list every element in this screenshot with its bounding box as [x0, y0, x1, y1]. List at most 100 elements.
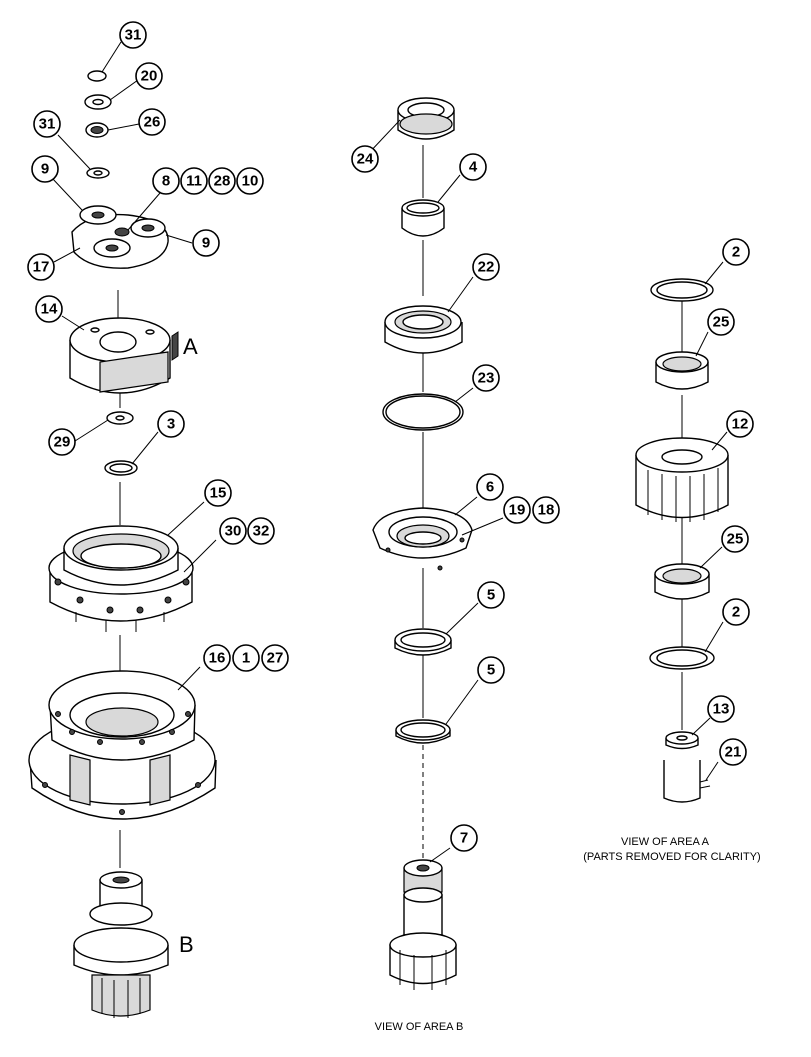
- callout-16: 16: [203, 644, 231, 672]
- svg-text:2: 2: [732, 604, 740, 621]
- callout-18: 18: [532, 496, 560, 524]
- callout-20: 20: [135, 62, 163, 90]
- bearing-22: [384, 305, 463, 354]
- callout-25-upper: 25: [707, 308, 735, 336]
- svg-text:14: 14: [41, 301, 58, 318]
- caption-area-a-title: VIEW OF AREA A: [621, 836, 710, 848]
- callout-3: 3: [157, 410, 185, 438]
- callout-9-left: 9: [31, 155, 59, 183]
- callout-26: 26: [138, 108, 166, 136]
- shaft-21: [663, 760, 711, 803]
- svg-text:20: 20: [141, 68, 158, 85]
- callout-2-upper: 2: [722, 238, 750, 266]
- callout-31-top: 31: [119, 21, 147, 49]
- svg-text:21: 21: [725, 744, 742, 761]
- callout-2-lower: 2: [722, 598, 750, 626]
- housing-16: [28, 670, 217, 820]
- svg-text:25: 25: [727, 531, 744, 548]
- snap-ring-3: [104, 460, 138, 476]
- callout-5-lower: 5: [477, 656, 505, 684]
- svg-text:18: 18: [538, 502, 555, 519]
- callout-22: 22: [472, 253, 500, 281]
- callout-29: 29: [48, 428, 76, 456]
- svg-text:28: 28: [214, 173, 231, 190]
- callout-19: 19: [503, 496, 531, 524]
- leader-lines: [51, 41, 728, 863]
- svg-text:29: 29: [54, 434, 71, 451]
- output-pinion-area-b: [73, 871, 169, 1018]
- callout-10: 10: [236, 167, 264, 195]
- svg-text:10: 10: [242, 173, 259, 190]
- bearing-25-lower: [654, 563, 710, 600]
- callout-30: 30: [219, 517, 247, 545]
- svg-text:24: 24: [357, 151, 374, 168]
- callout-11: 11: [180, 167, 208, 195]
- callout-21: 21: [719, 738, 747, 766]
- svg-text:23: 23: [478, 370, 495, 387]
- callout-1: 1: [232, 644, 260, 672]
- caption-area-b-title: VIEW OF AREA B: [375, 1021, 464, 1033]
- pin-13: [665, 731, 699, 750]
- callout-4: 4: [459, 153, 487, 181]
- svg-text:31: 31: [39, 116, 56, 133]
- svg-text:12: 12: [732, 416, 749, 433]
- ring-gear-14: [69, 317, 179, 394]
- svg-text:5: 5: [487, 587, 495, 604]
- area-b-marker: B: [179, 932, 194, 957]
- shim-2-upper: [650, 278, 714, 302]
- caption-area-a-subtitle: (PARTS REMOVED FOR CLARITY): [583, 851, 760, 863]
- seal-4: [401, 199, 445, 237]
- callout-13: 13: [707, 695, 735, 723]
- callout-5-upper: 5: [477, 581, 505, 609]
- callout-31-lower: 31: [33, 110, 61, 138]
- svg-text:2: 2: [732, 244, 740, 261]
- washer-20: [84, 94, 112, 110]
- washer-29: [106, 411, 134, 425]
- svg-text:9: 9: [41, 161, 49, 178]
- svg-text:9: 9: [202, 235, 210, 252]
- svg-text:8: 8: [162, 173, 170, 190]
- callout-15: 15: [204, 479, 232, 507]
- svg-text:19: 19: [509, 502, 526, 519]
- svg-text:25: 25: [713, 314, 730, 331]
- o-ring-23: [382, 393, 464, 431]
- callout-32: 32: [247, 517, 275, 545]
- svg-text:22: 22: [478, 259, 495, 276]
- washer-31-top: [87, 70, 107, 82]
- gear-12: [635, 437, 729, 522]
- callout-7: 7: [450, 824, 478, 852]
- callout-17: 17: [27, 253, 55, 281]
- svg-text:6: 6: [486, 479, 494, 496]
- callout-24: 24: [351, 145, 379, 173]
- callout-12: 12: [726, 410, 754, 438]
- shim-2-lower: [649, 646, 715, 670]
- svg-text:27: 27: [267, 650, 284, 667]
- callout-27: 27: [261, 644, 289, 672]
- callout-28: 28: [208, 167, 236, 195]
- bearing-25-upper: [655, 351, 709, 390]
- callout-8: 8: [152, 167, 180, 195]
- callout-14: 14: [35, 295, 63, 323]
- svg-text:3: 3: [167, 416, 175, 433]
- svg-text:11: 11: [186, 173, 202, 190]
- svg-text:16: 16: [209, 650, 226, 667]
- callout-6: 6: [476, 473, 504, 501]
- washer-31-lower: [86, 167, 110, 179]
- seal-5-lower: [395, 719, 451, 744]
- pinion-shaft-7: [389, 859, 457, 990]
- svg-text:32: 32: [253, 523, 270, 540]
- seal-carrier-6: [372, 507, 473, 571]
- svg-text:15: 15: [210, 485, 227, 502]
- svg-text:17: 17: [33, 259, 50, 276]
- svg-text:5: 5: [487, 662, 495, 679]
- bearing-26: [85, 122, 109, 138]
- svg-text:4: 4: [469, 159, 478, 176]
- svg-text:1: 1: [242, 650, 250, 667]
- callout-25-lower: 25: [721, 525, 749, 553]
- svg-text:7: 7: [460, 830, 468, 847]
- ring-gear-housing-15: [48, 525, 194, 632]
- svg-text:26: 26: [144, 114, 161, 131]
- area-a-marker: A: [183, 334, 198, 359]
- bearing-24: [397, 97, 455, 140]
